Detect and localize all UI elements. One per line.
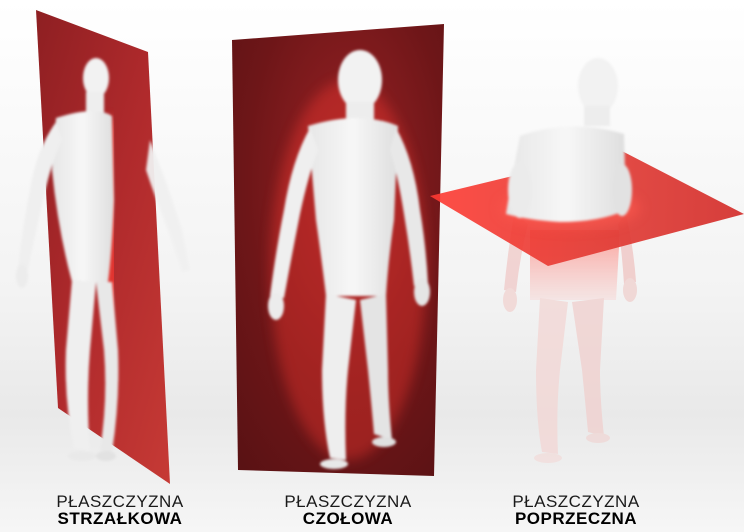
caption-transverse: PŁASZCZYZNA POPRZECZNA (476, 493, 676, 527)
caption-sagittal-line2: STRZAŁKOWA (20, 510, 220, 527)
transverse-plane-panel (430, 58, 744, 463)
human-figure-3-upper (506, 58, 632, 222)
caption-sagittal: PŁASZCZYZNA STRZAŁKOWA (20, 493, 220, 527)
caption-frontal-line1: PŁASZCZYZNA (248, 493, 448, 510)
caption-transverse-line1: PŁASZCZYZNA (476, 493, 676, 510)
caption-frontal-line2: CZOŁOWA (248, 510, 448, 527)
caption-frontal: PŁASZCZYZNA CZOŁOWA (248, 493, 448, 527)
caption-transverse-line2: POPRZECZNA (476, 510, 676, 527)
sagittal-plane-panel (16, 10, 190, 484)
frontal-plane-panel (232, 24, 444, 476)
caption-sagittal-line1: PŁASZCZYZNA (20, 493, 220, 510)
